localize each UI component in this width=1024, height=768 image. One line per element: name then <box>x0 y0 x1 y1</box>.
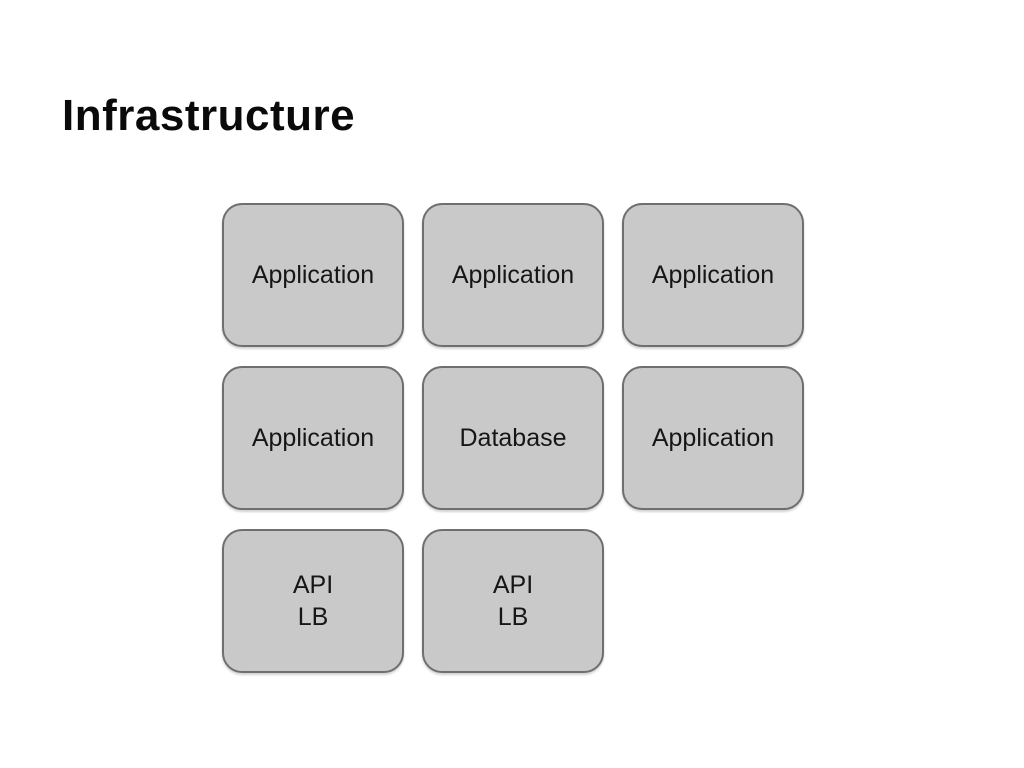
infrastructure-diagram: Application Application Application Appl… <box>222 203 804 673</box>
node-application-5: Application <box>622 366 804 510</box>
node-api-lb-2: API LB <box>422 529 604 673</box>
node-database: Database <box>422 366 604 510</box>
node-application-2: Application <box>422 203 604 347</box>
node-application-1: Application <box>222 203 404 347</box>
node-application-4: Application <box>222 366 404 510</box>
node-api-lb-1: API LB <box>222 529 404 673</box>
node-application-3: Application <box>622 203 804 347</box>
page-title: Infrastructure <box>62 91 356 140</box>
